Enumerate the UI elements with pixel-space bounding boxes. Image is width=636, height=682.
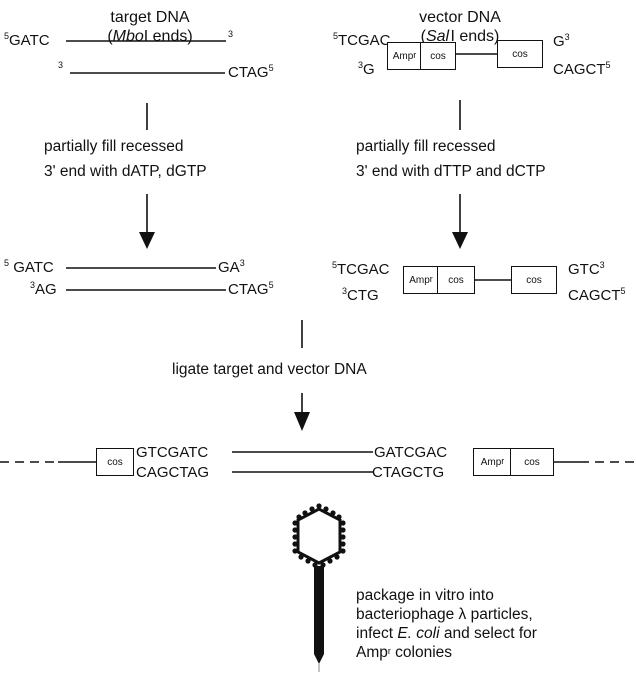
vector2-cos-box: cos (437, 266, 475, 294)
target1-bottom-right: CTAG5 (228, 63, 274, 81)
ligate-caption: ligate target and vector DNA (172, 361, 367, 378)
product-cos-box-right: cos (510, 448, 554, 476)
product-bottom-right: CTAGCTG (372, 464, 445, 481)
ligate-arrowhead (294, 412, 310, 431)
vector-title: vector DNA (Sal I ends) (419, 9, 501, 45)
product-cos-box-left: cos (96, 448, 134, 476)
target2-bottom-right: CTAG5 (228, 280, 274, 298)
vector2-cos-box-right: cos (511, 266, 557, 294)
bacteriophage-icon (292, 503, 346, 672)
vector1-bottom-left: 3G (358, 60, 375, 78)
final-caption: package in vitro into bacteriophage λ pa… (356, 587, 537, 661)
vector2-top-left: 5TCGAC (332, 260, 390, 278)
product-top-left: GTCGATC (136, 444, 209, 461)
target2-top-right: GA3 (218, 258, 245, 276)
vector1-cos-box: cos (420, 42, 456, 70)
target1-bottom-3prime: 3 (58, 60, 64, 70)
fill-target-caption: partially fill recessed 3' end with dATP… (44, 138, 207, 180)
target2-top-left: 5 GATC (4, 258, 54, 276)
fill-vector-caption: partially fill recessed 3' end with dTTP… (356, 138, 546, 180)
target1-top-left: 5GATC (4, 31, 50, 49)
product-bottom-left: CAGCTAG (136, 464, 210, 481)
target-arrowhead (139, 232, 155, 249)
vector2-top-right: GTC3 (568, 260, 605, 278)
target-title: target DNA (MboI ends) (107, 9, 193, 45)
vector2-bottom-right: CAGCT5 (568, 286, 626, 304)
vector1-bottom-right: CAGCT5 (553, 60, 611, 78)
product-top-right: GATCGAC (374, 444, 448, 461)
target1-top-3prime: 3 (228, 29, 234, 39)
vector1-top-left: 5TCGAC (333, 31, 391, 49)
vector1-cos-box-right: cos (497, 40, 543, 68)
target2-bottom-left: 3AG (30, 280, 57, 298)
vector2-bottom-left: 3CTG (342, 286, 379, 304)
vector1-top-right: G3 (553, 32, 570, 50)
vector-arrowhead (452, 232, 468, 249)
